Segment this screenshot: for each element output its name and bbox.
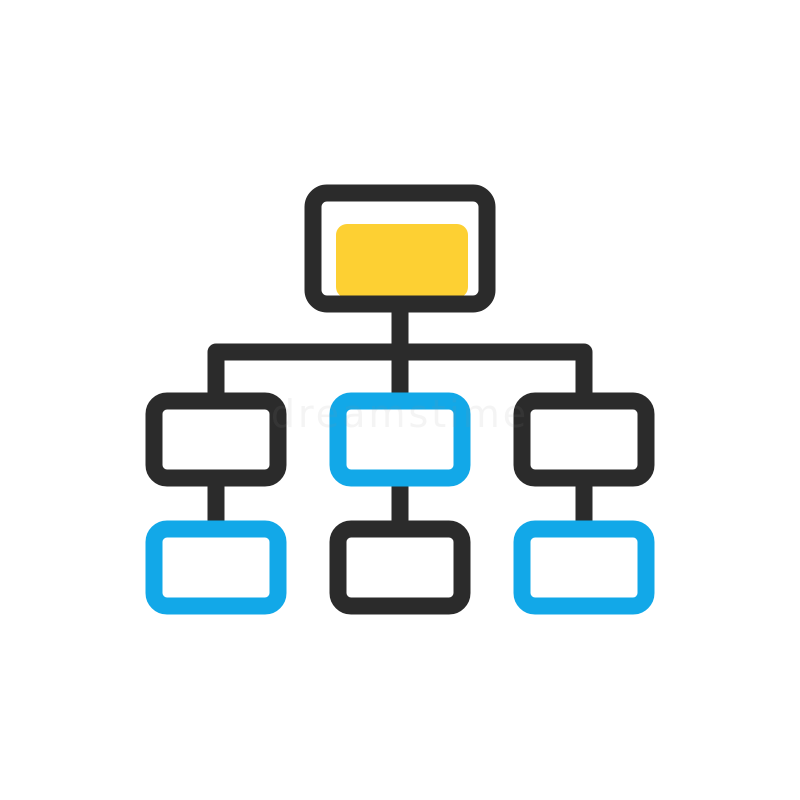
left-bottom-node — [145, 520, 287, 615]
root-node — [304, 184, 496, 313]
right-mid-node — [513, 392, 655, 487]
left-mid-node — [145, 392, 287, 487]
branch-bar-line — [207, 343, 593, 393]
center-bottom-node — [329, 520, 471, 615]
connector-lines — [207, 307, 593, 522]
root-node-fill — [336, 224, 468, 298]
center-mid-node — [329, 392, 471, 487]
right-bottom-node — [513, 520, 655, 615]
